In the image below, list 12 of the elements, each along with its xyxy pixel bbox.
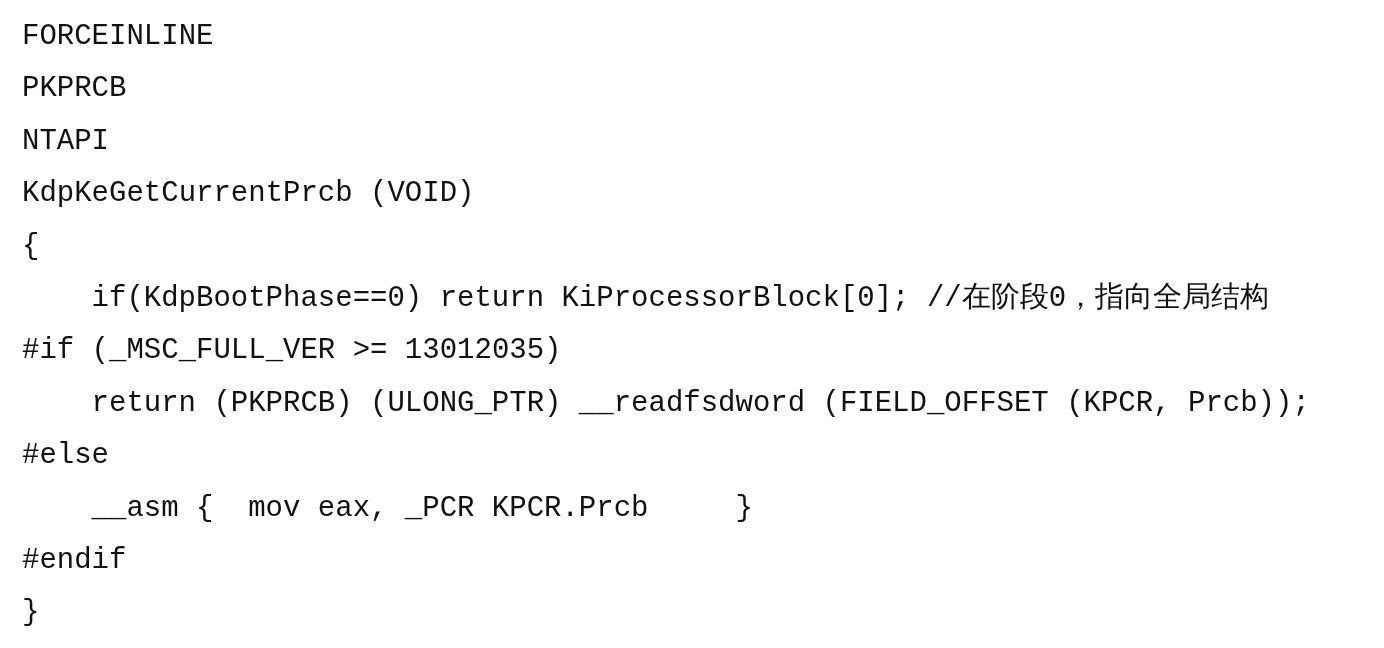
code-line: } — [22, 595, 40, 632]
code-line: KdpKeGetCurrentPrcb (VOID) — [22, 176, 475, 213]
code-line: FORCEINLINE — [22, 19, 214, 55]
code-line: #endif — [22, 542, 127, 579]
code-line: { — [22, 228, 40, 265]
code-line: __asm { mov eax, _PCR KPCR.Prcb } — [90, 490, 753, 527]
code-line: #if (_MSC_FULL_VER >= 13012035) — [22, 333, 562, 370]
code-line: NTAPI — [22, 123, 109, 160]
code-line: PKPRCB — [22, 71, 127, 108]
code-line: #else — [22, 438, 109, 475]
code-line: if(KdpBootPhase==0) return KiProcessorBlock[0]; //在阶段0，指向全局结构 — [90, 280, 1270, 317]
code-line: return (PKPRCB) (ULONG_PTR) __readfsdword (FIELD_OFFSET (KPCR, Prcb)); — [90, 385, 1310, 422]
